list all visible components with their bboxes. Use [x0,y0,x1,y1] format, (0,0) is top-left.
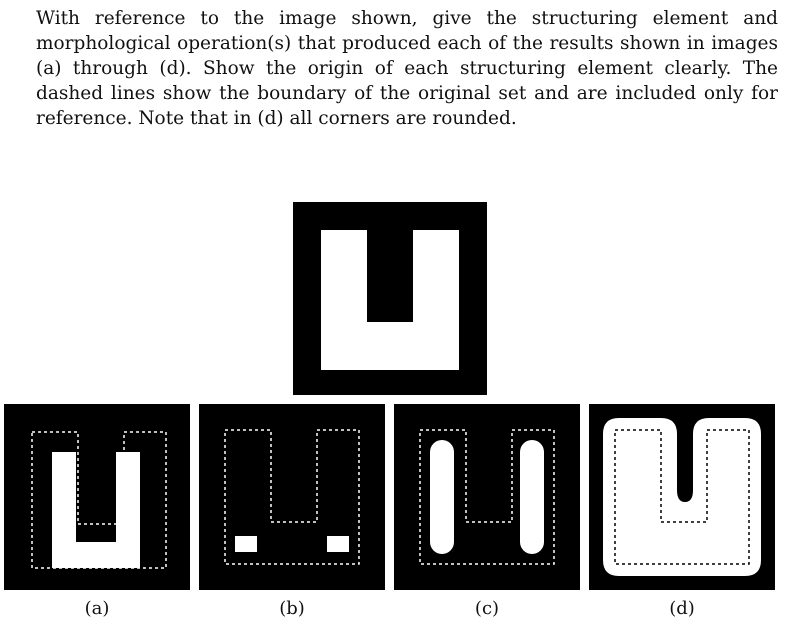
result-image-c [394,404,580,590]
caption-d: (d) [669,598,695,619]
original-image [293,202,487,395]
caption-a: (a) [84,598,110,619]
caption-b: (b) [279,598,305,619]
caption-c: (c) [474,598,500,619]
result-image-d [589,404,775,590]
result-image-a [4,404,190,590]
problem-text: With reference to the image shown, give … [36,8,778,129]
result-image-b [199,404,385,590]
